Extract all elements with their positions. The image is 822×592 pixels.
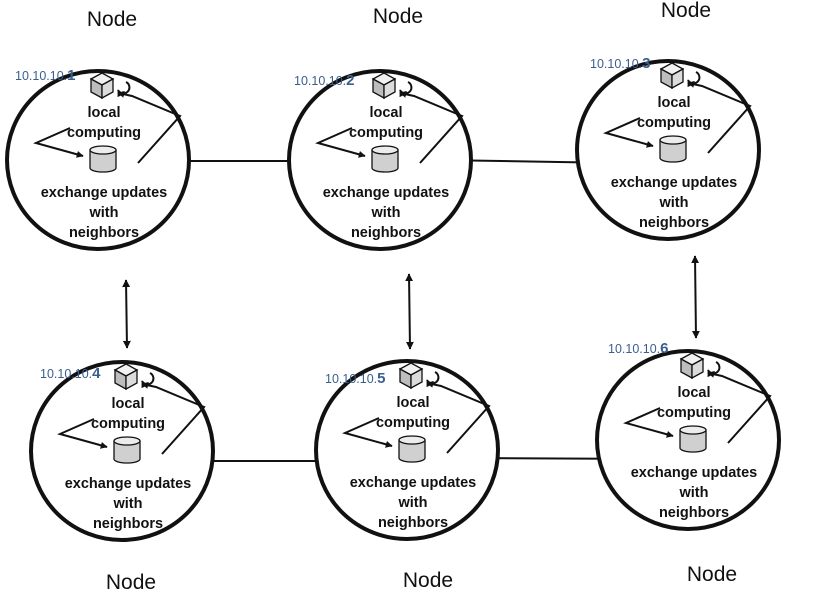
flow-line-down xyxy=(603,117,654,148)
node-ip-prefix: 10.10.10. xyxy=(590,57,642,71)
exchange-label-line1: exchange updates xyxy=(350,475,477,491)
exchange-label-line2: with xyxy=(659,195,689,211)
node-title: Node xyxy=(373,5,423,28)
compute-cube-icon xyxy=(398,362,424,390)
link-arrow-3-6 xyxy=(691,255,700,339)
compute-label-line1: local xyxy=(111,396,144,412)
flow-line-down xyxy=(315,127,366,158)
compute-cube-icon xyxy=(113,363,139,391)
flow-line-down xyxy=(33,127,84,158)
compute-label-line1: local xyxy=(677,385,710,401)
exchange-label-line3: neighbors xyxy=(639,215,709,231)
database-cylinder-icon xyxy=(113,436,141,464)
node-ip-prefix: 10.10.10. xyxy=(608,342,660,356)
compute-label-line2: computing xyxy=(637,115,711,131)
compute-label-line1: local xyxy=(396,395,429,411)
exchange-label-line3: neighbors xyxy=(378,515,448,531)
node-3: Node 10.10.10.3 local computing exchange upd… xyxy=(575,0,761,241)
node-5: Node 10.10.10.5 local computing exchange upd… xyxy=(314,359,500,592)
exchange-label-line3: neighbors xyxy=(93,516,163,532)
node-4: Node 10.10.10.4 local computing exchange upd… xyxy=(29,360,215,592)
node-title: Node xyxy=(661,0,711,22)
node-ip-address: 10.10.10.4 xyxy=(40,365,101,382)
node-ip-address: 10.10.10.1 xyxy=(15,67,75,84)
exchange-label-line1: exchange updates xyxy=(41,185,168,201)
node-ip-prefix: 10.10.10. xyxy=(40,367,92,381)
exchange-label-line3: neighbors xyxy=(69,225,139,241)
compute-label-line2: computing xyxy=(67,125,141,141)
node-ip-prefix: 10.10.10. xyxy=(15,69,67,83)
exchange-label-line1: exchange updates xyxy=(631,465,758,481)
node-title: Node xyxy=(87,8,137,31)
flow-line-up xyxy=(426,380,491,454)
node-title: Node xyxy=(403,569,453,592)
flow-line-down xyxy=(623,407,674,438)
compute-label-line2: computing xyxy=(376,415,450,431)
node-ip-address: 10.10.10.5 xyxy=(325,370,385,387)
node-2: Node 10.10.10.2 local computing exchange upd… xyxy=(287,5,473,251)
compute-label-line2: computing xyxy=(349,125,423,141)
node-ip-suffix: 5 xyxy=(377,370,385,387)
exchange-label-line2: with xyxy=(371,205,401,221)
compute-cube-icon xyxy=(679,352,705,380)
compute-cube-icon xyxy=(659,62,685,90)
database-cylinder-icon xyxy=(659,135,687,163)
node-ip-address: 10.10.10.2 xyxy=(294,72,354,89)
node-ip-suffix: 4 xyxy=(92,365,101,382)
database-cylinder-icon xyxy=(89,145,117,173)
node-title: Node xyxy=(687,563,737,586)
database-cylinder-icon xyxy=(398,435,426,463)
database-cylinder-icon xyxy=(371,145,399,173)
exchange-label-line1: exchange updates xyxy=(611,175,738,191)
exchange-label-line1: exchange updates xyxy=(65,476,192,492)
flow-line-down xyxy=(57,418,108,449)
flow-line-down xyxy=(342,417,393,448)
link-arrow-2-5 xyxy=(405,273,414,350)
node-ip-prefix: 10.10.10. xyxy=(294,74,346,88)
node-ip-suffix: 6 xyxy=(660,340,668,357)
compute-cube-icon xyxy=(89,72,115,100)
node-title: Node xyxy=(106,571,156,592)
node-1: Node 10.10.10.1 local computing exchange upd… xyxy=(5,8,191,251)
compute-label-line1: local xyxy=(87,105,120,121)
compute-label-line2: computing xyxy=(657,405,731,421)
exchange-label-line2: with xyxy=(89,205,119,221)
node-ip-address: 10.10.10.3 xyxy=(590,55,650,72)
exchange-label-line2: with xyxy=(113,496,143,512)
compute-label-line1: local xyxy=(657,95,690,111)
compute-label-line2: computing xyxy=(91,416,165,432)
flow-line-up xyxy=(687,80,752,154)
node-ip-address: 10.10.10.6 xyxy=(608,340,668,357)
flow-line-up xyxy=(117,90,182,164)
node-ip-suffix: 3 xyxy=(642,55,650,72)
exchange-label-line1: exchange updates xyxy=(323,185,450,201)
node-6: Node 10.10.10.6 local computing exchange upd… xyxy=(595,340,781,586)
node-ip-suffix: 1 xyxy=(67,67,75,84)
exchange-label-line2: with xyxy=(398,495,428,511)
exchange-label-line3: neighbors xyxy=(659,505,729,521)
compute-cube-icon xyxy=(371,72,397,100)
link-arrow-1-4 xyxy=(122,279,131,349)
database-cylinder-icon xyxy=(679,425,707,453)
flow-line-up xyxy=(399,90,464,164)
node-ip-suffix: 2 xyxy=(346,72,354,89)
flow-line-up xyxy=(141,381,206,455)
exchange-label-line2: with xyxy=(679,485,709,501)
flow-line-up xyxy=(707,370,772,444)
compute-label-line1: local xyxy=(369,105,402,121)
exchange-label-line3: neighbors xyxy=(351,225,421,241)
node-ip-prefix: 10.10.10. xyxy=(325,372,377,386)
